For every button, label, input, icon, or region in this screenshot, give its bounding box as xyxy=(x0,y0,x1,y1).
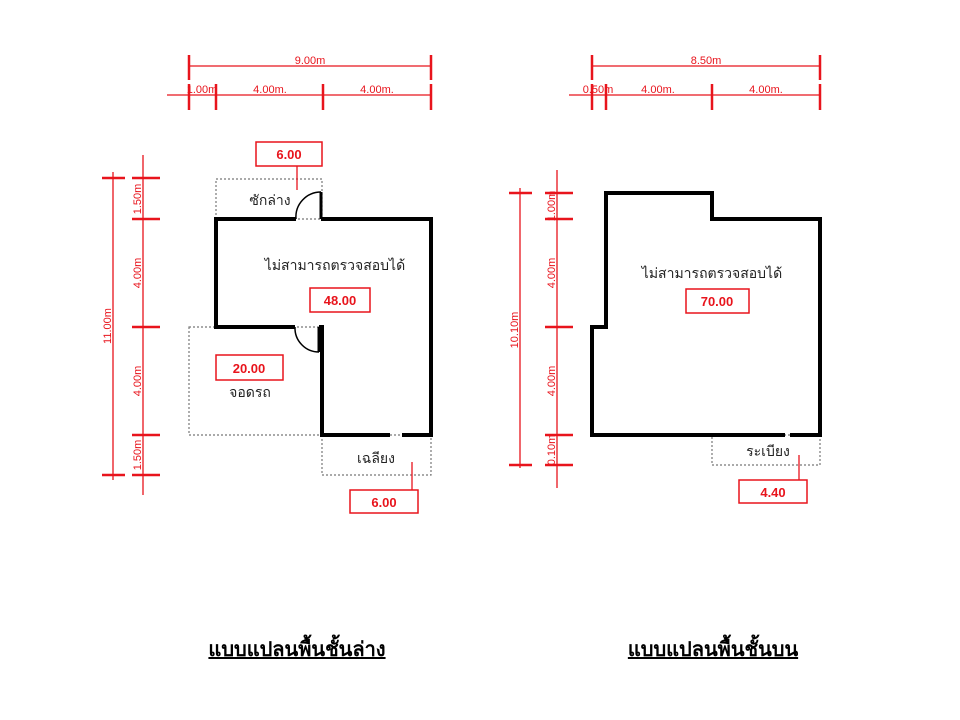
area-balcony: 4.40 xyxy=(760,485,785,500)
dim-vseg1: 1.00m xyxy=(546,191,558,222)
area-carport: 20.00 xyxy=(233,361,266,376)
dim-vseg3: 4.00m xyxy=(132,366,144,397)
ground-floor-title: แบบแปลนพื้นชั้นล่าง xyxy=(208,634,385,661)
porch-area-outline xyxy=(321,434,432,476)
dim-seg3: 4.00m. xyxy=(749,84,783,96)
dim-seg3: 4.00m. xyxy=(360,84,394,96)
dim-total-height: 11.00m xyxy=(102,308,114,344)
area-main: 70.00 xyxy=(701,294,734,309)
dim-seg1: 1.00m xyxy=(187,84,218,96)
room-label-porch: เฉลียง xyxy=(357,451,395,467)
area-box-balcony xyxy=(738,479,808,504)
dim-total-width: 9.00m xyxy=(295,55,326,67)
upper-floor-walls xyxy=(590,191,822,437)
room-label-main: ไม่สามารถตรวจสอบได้ xyxy=(264,257,405,274)
top-dimensions: 8.50m 0.50m 4.00m. 4.00m. xyxy=(569,55,822,110)
dim-total-height: 10.10m xyxy=(509,312,521,349)
dim-vseg2: 4.00m xyxy=(546,258,558,289)
area-laundry: 6.00 xyxy=(276,147,301,162)
dim-vseg4: 0.10m xyxy=(546,435,558,466)
ground-floor-walls xyxy=(214,217,433,437)
area-box-main xyxy=(309,287,371,313)
dim-seg1: 0.50m xyxy=(583,84,614,96)
dim-seg2: 4.00m. xyxy=(253,84,287,96)
dim-vseg4: 1.50m xyxy=(132,440,144,471)
room-label-carport: จอดรถ xyxy=(229,385,271,401)
ground-floor-plan: 9.00m 1.00m 4.00m. 4.00m. 11.00m 1.50m 4… xyxy=(102,55,433,661)
dim-vseg2: 4.00m xyxy=(132,258,144,289)
door-carport xyxy=(294,326,321,353)
left-dimensions: 11.00m 1.50m 4.00m 4.00m 1.50m xyxy=(102,155,160,495)
room-label-main: ไม่สามารถตรวจสอบได้ xyxy=(641,265,782,282)
upper-floor-title: แบบแปลนพื้นชั้นบน xyxy=(628,634,799,661)
room-label-laundry: ซักล่าง xyxy=(249,193,290,209)
dim-vseg3: 4.00m xyxy=(546,366,558,397)
left-dimensions: 10.10m 1.00m 4.00m 4.00m 0.10m xyxy=(509,170,573,488)
room-label-balcony: ระเบียง xyxy=(746,444,790,460)
door-laundry xyxy=(295,191,323,220)
area-box-laundry xyxy=(255,141,323,167)
area-main: 48.00 xyxy=(324,293,357,308)
area-box-main xyxy=(685,288,750,314)
top-dimensions: 9.00m 1.00m 4.00m. 4.00m. xyxy=(167,55,433,110)
area-box-porch xyxy=(349,489,419,514)
area-box-carport xyxy=(215,354,284,381)
dim-seg2: 4.00m. xyxy=(641,84,675,96)
carport-area-outline xyxy=(188,326,323,436)
dim-total-width: 8.50m xyxy=(691,55,722,67)
dim-vseg1: 1.50m xyxy=(132,184,144,215)
upper-floor-plan: 8.50m 0.50m 4.00m. 4.00m. 10.10m 1.00m 4… xyxy=(509,55,822,661)
area-porch: 6.00 xyxy=(371,495,396,510)
